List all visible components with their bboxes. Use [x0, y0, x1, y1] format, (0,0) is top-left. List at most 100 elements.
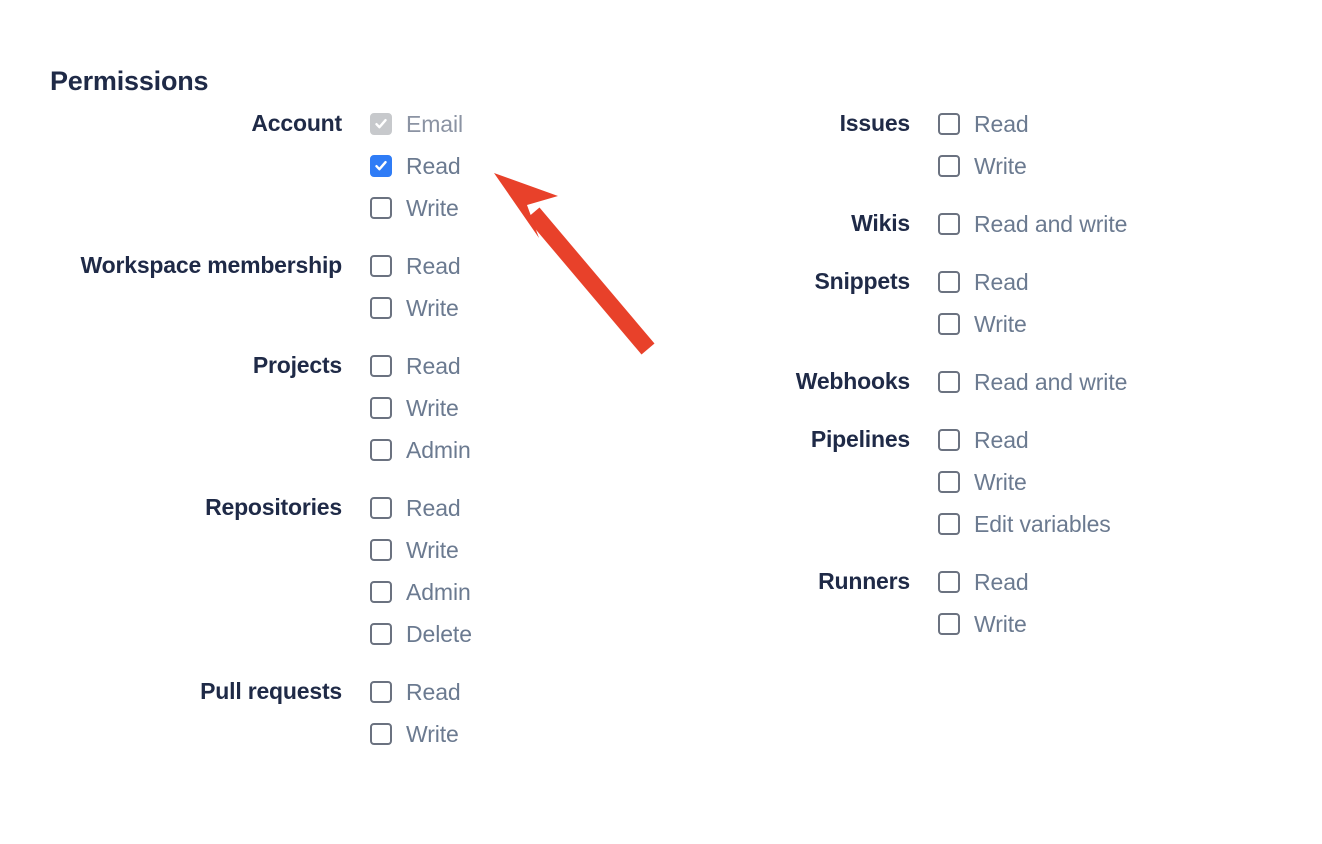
page-title: Permissions — [50, 66, 209, 97]
workspace-membership-write-checkbox[interactable] — [370, 297, 392, 319]
permission-option-row[interactable]: Edit variables — [938, 503, 1111, 545]
permission-option-row[interactable]: Read — [938, 261, 1029, 303]
issues-read-checkbox[interactable] — [938, 113, 960, 135]
projects-admin-checkbox[interactable] — [370, 439, 392, 461]
pipelines-write-checkbox[interactable] — [938, 471, 960, 493]
permission-option-row[interactable]: Delete — [370, 613, 472, 655]
permission-option-label: Write — [406, 536, 459, 563]
pull-requests-write-checkbox[interactable] — [370, 723, 392, 745]
snippets-write-checkbox[interactable] — [938, 313, 960, 335]
runners-write-checkbox[interactable] — [938, 613, 960, 635]
permission-option-label: Email — [406, 110, 464, 137]
repositories-delete-checkbox[interactable] — [370, 623, 392, 645]
permission-option-row[interactable]: Admin — [370, 571, 472, 613]
projects-write-checkbox[interactable] — [370, 397, 392, 419]
permission-option-row[interactable]: Write — [370, 713, 461, 755]
permission-option-label: Write — [406, 720, 459, 747]
permission-option-row[interactable]: Write — [370, 529, 472, 571]
permission-option-label: Read — [406, 152, 461, 179]
permission-group-label: Projects — [252, 352, 342, 378]
permission-option-label: Read — [974, 426, 1029, 453]
account-email-checkbox — [370, 113, 392, 135]
permission-option-row[interactable]: Read — [370, 245, 461, 287]
permission-group: Webhooks Read and write — [600, 361, 1260, 403]
permission-option-label: Read — [974, 110, 1029, 137]
permission-option-row[interactable]: Read — [370, 487, 472, 529]
permission-option-label: Read and write — [974, 210, 1128, 237]
wikis-read-and-write-checkbox[interactable] — [938, 213, 960, 235]
permission-group-label: Pull requests — [200, 678, 342, 704]
permission-option-row[interactable]: Write — [938, 303, 1029, 345]
permission-group-label: Account — [251, 110, 342, 136]
permission-option-row[interactable]: Admin — [370, 429, 471, 471]
permission-option-row[interactable]: Write — [938, 603, 1029, 645]
pull-requests-read-checkbox[interactable] — [370, 681, 392, 703]
account-write-checkbox[interactable] — [370, 197, 392, 219]
permission-option-row[interactable]: Write — [370, 287, 461, 329]
permission-option-row[interactable]: Read — [938, 561, 1029, 603]
permission-group: Wikis Read and write — [600, 203, 1260, 245]
permission-group-label: Pipelines — [810, 426, 910, 452]
permission-group-label: Webhooks — [795, 368, 910, 394]
permission-option-label: Write — [406, 394, 459, 421]
repositories-admin-checkbox[interactable] — [370, 581, 392, 603]
pipelines-edit-variables-checkbox[interactable] — [938, 513, 960, 535]
permission-option-label: Write — [974, 468, 1027, 495]
permission-option-row[interactable]: Write — [370, 187, 463, 229]
permission-option-label: Edit variables — [974, 510, 1111, 537]
repositories-write-checkbox[interactable] — [370, 539, 392, 561]
permission-group-label: Workspace membership — [80, 252, 343, 278]
permission-option-list: Read and write — [910, 361, 1127, 403]
permission-option-row[interactable]: Read and write — [938, 203, 1127, 245]
permission-group-label: Snippets — [814, 268, 910, 294]
repositories-read-checkbox[interactable] — [370, 497, 392, 519]
permission-option-row[interactable]: Read — [370, 145, 463, 187]
permission-option-label: Read — [974, 268, 1029, 295]
permission-option-row[interactable]: Email — [370, 103, 463, 145]
permission-option-row[interactable]: Read — [938, 419, 1111, 461]
permission-option-label: Write — [974, 610, 1027, 637]
permission-option-label: Read — [974, 568, 1029, 595]
permission-option-label: Read — [406, 678, 461, 705]
permission-group-label: Runners — [818, 568, 910, 594]
permission-option-row[interactable]: Write — [370, 387, 471, 429]
permission-option-label: Read and write — [974, 368, 1128, 395]
account-read-checkbox[interactable] — [370, 155, 392, 177]
permission-option-row[interactable]: Read — [370, 345, 471, 387]
projects-read-checkbox[interactable] — [370, 355, 392, 377]
permission-group-label: Issues — [839, 110, 911, 136]
permission-option-label: Read — [406, 352, 461, 379]
permission-option-row[interactable]: Read — [370, 671, 461, 713]
snippets-read-checkbox[interactable] — [938, 271, 960, 293]
permission-option-row[interactable]: Read and write — [938, 361, 1127, 403]
permission-option-row[interactable]: Write — [938, 145, 1029, 187]
webhooks-read-and-write-checkbox[interactable] — [938, 371, 960, 393]
permission-option-row[interactable]: Write — [938, 461, 1111, 503]
permission-group-label: Repositories — [205, 494, 342, 520]
permission-option-label: Write — [406, 294, 459, 321]
issues-write-checkbox[interactable] — [938, 155, 960, 177]
runners-read-checkbox[interactable] — [938, 571, 960, 593]
permission-option-row[interactable]: Read — [938, 103, 1029, 145]
workspace-membership-read-checkbox[interactable] — [370, 255, 392, 277]
pipelines-read-checkbox[interactable] — [938, 429, 960, 451]
permission-option-list: Read and write — [910, 203, 1127, 245]
permission-group-label: Wikis — [851, 210, 910, 236]
